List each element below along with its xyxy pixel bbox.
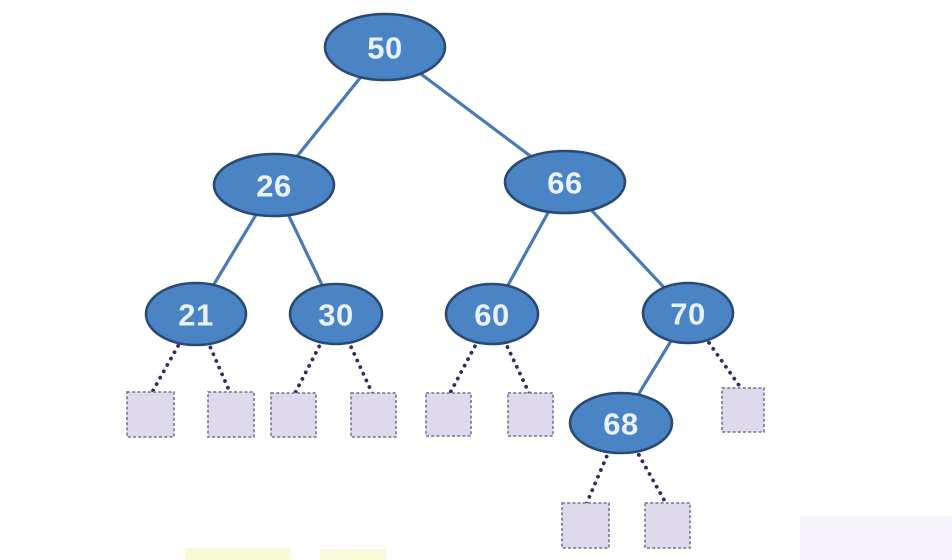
tree-node-68 xyxy=(568,391,674,455)
tree-node-26 xyxy=(212,152,336,218)
tree-node-70 xyxy=(641,281,735,345)
empty-leaf-slot-e1 xyxy=(126,391,175,438)
empty-leaf-slot-e2 xyxy=(207,391,255,438)
tree-node-label-50: 50 xyxy=(367,31,402,66)
empty-leaf-slot-e5 xyxy=(425,392,472,437)
lavender-corner xyxy=(800,516,952,560)
tree-node-50 xyxy=(323,12,447,82)
tree-node-label-68: 68 xyxy=(603,407,638,442)
tree-node-label-66: 66 xyxy=(547,166,582,201)
empty-leaf-slot-e8 xyxy=(561,502,610,549)
tree-node-label-60: 60 xyxy=(474,298,509,333)
empty-leaf-slot-e4 xyxy=(350,392,397,438)
empty-leaf-slot-e9 xyxy=(644,502,691,549)
tree-node-label-21: 21 xyxy=(178,298,213,333)
empty-leaf-slot-e7 xyxy=(721,387,765,433)
yellow-smudge-1 xyxy=(185,548,291,560)
empty-leaf-slot-e6 xyxy=(507,392,554,437)
yellow-smudge-2 xyxy=(320,549,386,560)
tree-node-30 xyxy=(288,282,384,346)
empty-leaf-slot-e3 xyxy=(270,392,317,438)
tree-node-label-30: 30 xyxy=(318,298,353,333)
tree-node-60 xyxy=(444,282,540,346)
tree-node-label-70: 70 xyxy=(670,297,705,332)
tree-node-21 xyxy=(144,281,248,347)
tree-node-label-26: 26 xyxy=(256,169,291,204)
tree-node-66 xyxy=(503,149,627,215)
